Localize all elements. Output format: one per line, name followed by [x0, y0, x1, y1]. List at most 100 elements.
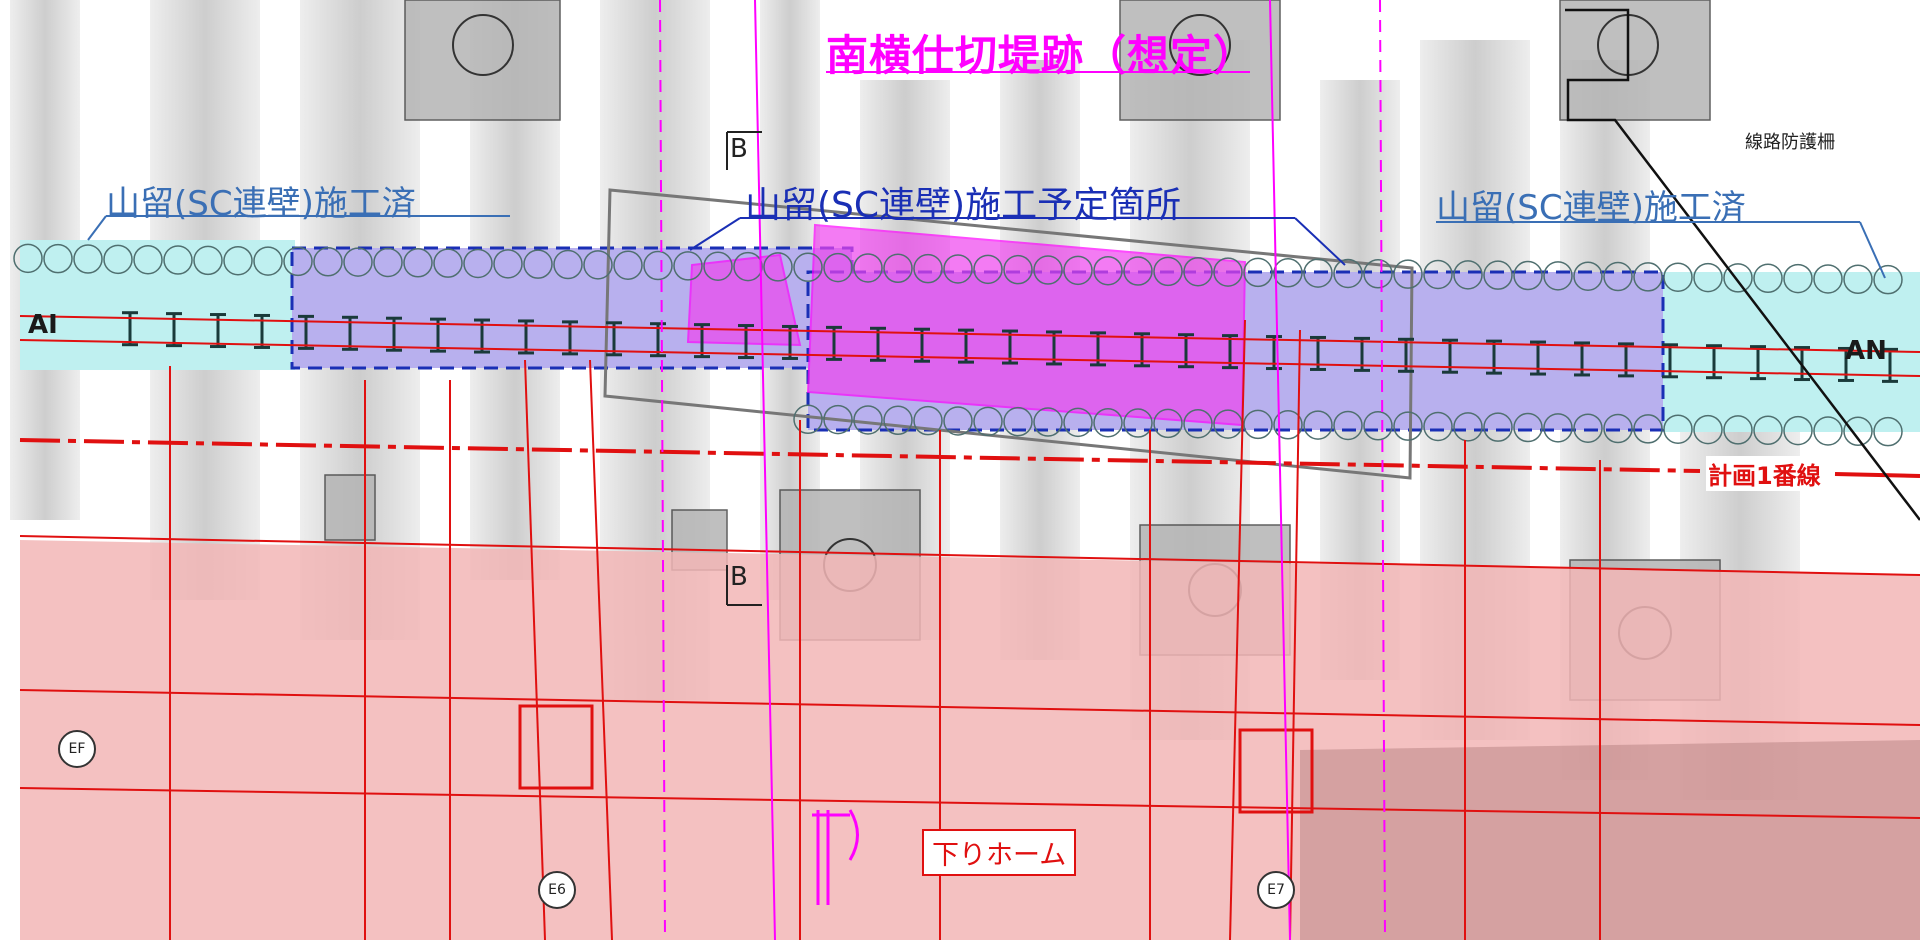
pile-circle	[823, 252, 853, 283]
pile-circle	[1723, 415, 1753, 445]
pile-circle	[493, 249, 523, 279]
pile-circle	[1423, 411, 1453, 442]
label-planned-line-1: 計画1番線	[1706, 456, 1823, 491]
pile-circle	[13, 243, 43, 274]
pile-circle	[1813, 264, 1843, 294]
pile-circle	[1483, 260, 1513, 290]
pile-circle	[433, 248, 463, 278]
grid-node-e7: E7	[1257, 871, 1295, 909]
pile-circle	[613, 250, 643, 280]
pile-circle	[1603, 413, 1633, 444]
pile-circle	[1273, 410, 1303, 440]
pile-circle	[1093, 407, 1123, 438]
pile-circle	[253, 246, 283, 276]
pile-circle	[973, 406, 1003, 437]
pile-circle	[1033, 407, 1063, 437]
pile-circle	[1063, 407, 1093, 438]
pile-circle	[1723, 263, 1753, 293]
pile-circle	[163, 245, 193, 275]
pile-circle	[1123, 256, 1153, 286]
pile-circle	[1753, 415, 1783, 446]
pile-circle	[1693, 262, 1723, 293]
pile-circle	[883, 405, 913, 436]
platform-area	[20, 540, 1920, 940]
pile-circle	[823, 404, 853, 435]
pile-circle	[913, 253, 943, 284]
pile-circle	[343, 247, 373, 277]
pile-circle	[283, 246, 313, 277]
label-retaining-planned: 山留(SC連壁)施工予定箇所	[745, 185, 1182, 226]
pile-row-top	[13, 243, 1903, 295]
pile-circle	[1003, 254, 1033, 285]
pile-circle	[1393, 411, 1423, 441]
pile-circle	[703, 251, 733, 281]
pile-circle	[1423, 259, 1453, 290]
pile-circle	[133, 244, 163, 275]
fence-leader	[1565, 8, 1920, 521]
pile-circle	[1873, 264, 1903, 295]
pile-circle	[103, 244, 133, 275]
pile-circle	[1693, 414, 1723, 445]
pile-circle	[223, 245, 253, 276]
pile-circle	[1633, 414, 1663, 444]
pile-circle	[673, 251, 703, 281]
pile-circle	[1543, 261, 1573, 291]
structure-lines-red	[19, 315, 1920, 940]
pile-circle	[1783, 415, 1813, 446]
pile-circle	[943, 406, 973, 436]
pile-circle	[313, 247, 343, 277]
pile-circle	[1273, 258, 1303, 288]
h-pile-row	[122, 311, 1898, 383]
pile-circle	[973, 254, 1003, 285]
pile-circle	[1363, 259, 1393, 289]
pile-circle	[1843, 264, 1873, 295]
grid-node-e6: E6	[538, 871, 576, 909]
label-retaining-done-left: 山留(SC連壁)施工済	[106, 184, 416, 224]
pile-circle	[1123, 408, 1153, 438]
pile-circle	[1663, 414, 1693, 444]
pile-circle	[1453, 412, 1483, 442]
pile-tag-left: AI	[28, 310, 58, 340]
label-down-platform: 下りホーム	[922, 829, 1077, 876]
drawing-title: 南横仕切堤跡（想定）	[826, 31, 1257, 80]
reference-lines-magenta	[659, 0, 1386, 940]
pile-circle	[1153, 256, 1183, 287]
pile-circle	[553, 249, 583, 280]
h-pile-mark	[694, 323, 710, 359]
pile-circle	[1003, 406, 1033, 437]
pile-circle	[1033, 255, 1063, 285]
pile-circle	[1753, 263, 1783, 294]
pile-circle	[523, 249, 553, 279]
h-pile-mark	[870, 326, 886, 362]
pile-circle	[1513, 260, 1543, 291]
pile-circle	[1483, 412, 1513, 442]
pile-circle	[1513, 412, 1543, 443]
pile-circle	[1093, 255, 1123, 286]
column-box-right	[1238, 728, 1314, 814]
pile-circle	[193, 245, 223, 276]
h-pile-mark	[1002, 329, 1018, 365]
pile-circle	[1303, 410, 1333, 440]
pile-circle	[883, 253, 913, 284]
pile-circle	[1063, 255, 1093, 286]
planned-line-1	[19, 438, 1701, 473]
pile-circle	[1843, 416, 1873, 447]
section-mark-bottom: B	[730, 562, 748, 592]
pile-circle	[43, 243, 73, 274]
pile-circle	[463, 248, 493, 279]
pile-circle	[1603, 261, 1633, 292]
pile-circle	[1213, 257, 1243, 287]
platform-shade	[1300, 740, 1920, 940]
pile-tag-right: AN	[1845, 336, 1887, 366]
pile-circle	[793, 252, 823, 283]
h-pile-mark	[958, 328, 974, 364]
pile-circle	[73, 244, 103, 274]
pile-circle	[643, 250, 673, 281]
pile-circle	[1543, 413, 1573, 443]
pile-circle	[853, 405, 883, 435]
pile-circle	[913, 405, 943, 436]
pile-row-bottom	[793, 404, 1903, 447]
pile-circle	[583, 250, 613, 280]
h-pile-mark	[782, 324, 798, 360]
